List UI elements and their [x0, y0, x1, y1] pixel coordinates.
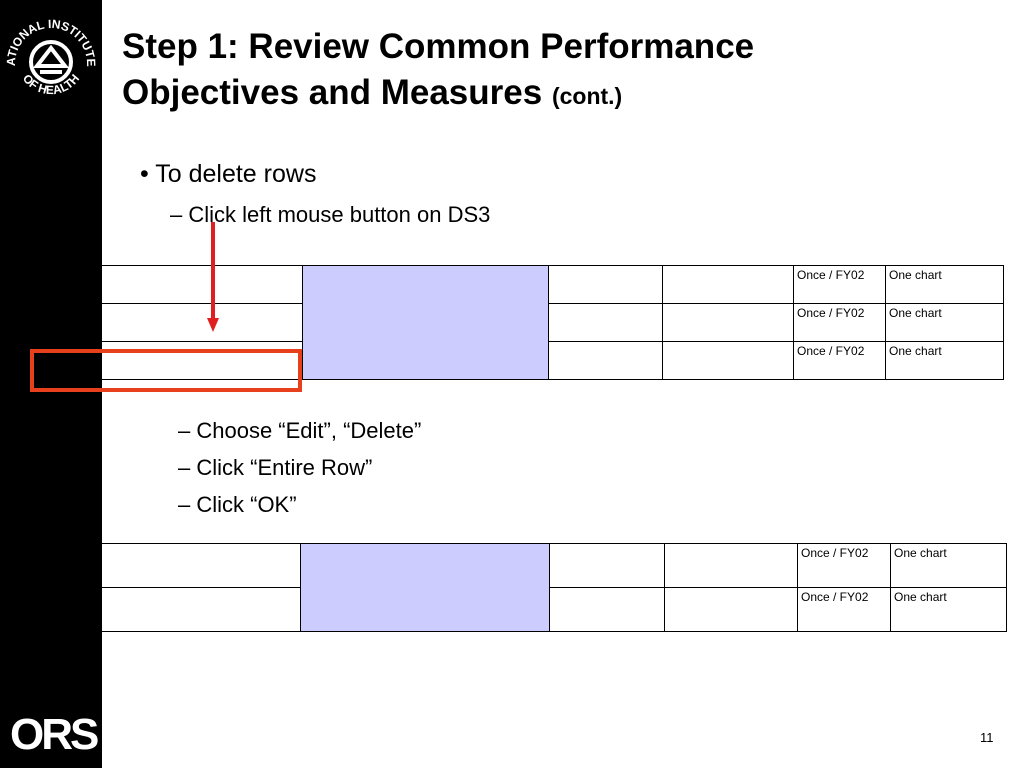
- table-after-delete: DS1 Once / FY02 One chart DS2 Once / FY0…: [26, 543, 1007, 632]
- frequency-cell[interactable]: Once / FY02: [793, 303, 886, 342]
- format-cell[interactable]: One chart: [885, 303, 1004, 342]
- empty-cell[interactable]: [549, 543, 665, 588]
- ors-logo: ORS: [10, 710, 99, 759]
- row-name-cell[interactable]: DS1: [30, 265, 303, 304]
- sub-bullet-entire-row: – Click “Entire Row”: [178, 455, 373, 480]
- sub-bullet-click-ds3: – Click left mouse button on DS3: [170, 202, 491, 227]
- title-suffix: (cont.): [551, 83, 623, 109]
- empty-cell[interactable]: [662, 341, 794, 380]
- svg-text:OF HEALTH: OF HEALTH: [20, 71, 82, 97]
- row-name-cell[interactable]: DS1: [26, 543, 301, 588]
- empty-cell[interactable]: [548, 341, 663, 380]
- bullet-delete-rows: • To delete rows: [140, 160, 317, 188]
- format-cell[interactable]: One chart: [890, 587, 1007, 632]
- sidebar: NATIONAL INSTITUTES OF HEALTH ORS: [0, 0, 102, 768]
- frequency-cell[interactable]: Once / FY02: [797, 587, 891, 632]
- empty-cell[interactable]: [548, 303, 663, 342]
- format-cell[interactable]: One chart: [885, 341, 1004, 380]
- frequency-cell[interactable]: Once / FY02: [793, 341, 886, 380]
- frequency-cell[interactable]: Once / FY02: [797, 543, 891, 588]
- sub-bullet-edit-delete: – Choose “Edit”, “Delete”: [178, 418, 422, 443]
- empty-cell[interactable]: [548, 265, 663, 304]
- table-row[interactable]: DS1 Once / FY02 One chart: [26, 543, 1007, 632]
- sub-bullet-ok: – Click “OK”: [178, 492, 297, 517]
- row-name-cell[interactable]: DS2: [26, 587, 301, 632]
- row-name-cell[interactable]: DS2: [30, 303, 303, 342]
- ds3-highlight-box: [30, 349, 302, 392]
- empty-cell[interactable]: [662, 265, 794, 304]
- empty-cell[interactable]: [664, 587, 798, 632]
- merged-cell[interactable]: [300, 543, 550, 632]
- table-row[interactable]: DS2 Once / FY02 One chart: [30, 303, 1004, 342]
- empty-cell[interactable]: [664, 543, 798, 588]
- slide-title: Step 1: Review Common Performance Object…: [122, 24, 1002, 119]
- table-row[interactable]: DS2 Once / FY02 One chart: [26, 587, 1007, 632]
- empty-cell[interactable]: [662, 303, 794, 342]
- table-row[interactable]: DS1 Once / FY02 One chart: [30, 265, 1004, 380]
- nih-seal-logo: NATIONAL INSTITUTES OF HEALTH: [4, 4, 98, 97]
- title-line-2: Objectives and Measures: [122, 73, 543, 112]
- empty-cell[interactable]: [549, 587, 665, 632]
- title-line-1: Step 1: Review Common Performance: [122, 27, 755, 66]
- format-cell[interactable]: One chart: [890, 543, 1007, 588]
- svg-text:NATIONAL INSTITUTES: NATIONAL INSTITUTES: [4, 4, 98, 67]
- merged-cell[interactable]: [302, 265, 549, 380]
- table-before-delete: DS1 Once / FY02 One chart DS2 Once / FY0…: [30, 265, 1004, 380]
- format-cell[interactable]: One chart: [885, 265, 1004, 304]
- page-number: 11: [980, 730, 994, 745]
- down-arrow-icon: [207, 222, 219, 332]
- frequency-cell[interactable]: Once / FY02: [793, 265, 886, 304]
